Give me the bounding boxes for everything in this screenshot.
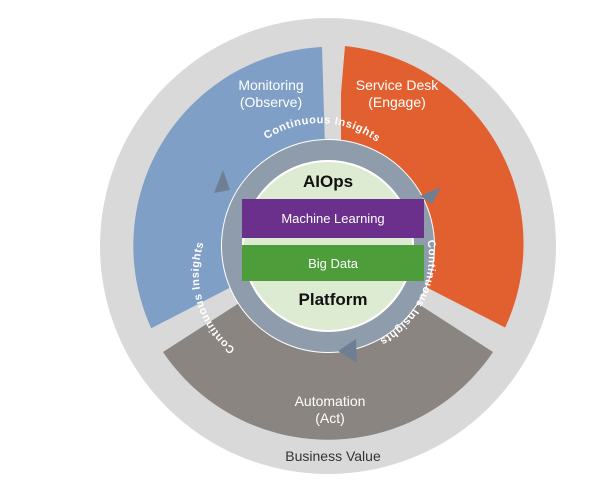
core-title: AIOps — [303, 172, 353, 191]
arrow-head-bottom-icon — [338, 339, 357, 363]
platform-label: Platform — [299, 290, 368, 309]
big-data-bar — [242, 245, 424, 281]
automation-label: Automation — [295, 393, 366, 409]
service-desk-label: Service Desk — [356, 77, 439, 93]
service-desk-sublabel: (Engage) — [368, 94, 426, 110]
arrow-head-left-icon — [214, 170, 230, 193]
business-value-label: Business Value — [285, 448, 381, 464]
monitoring-label: Monitoring — [238, 77, 303, 93]
monitoring-sublabel: (Observe) — [240, 94, 302, 110]
machine-learning-label: Machine Learning — [281, 211, 384, 226]
automation-sublabel: (Act) — [315, 410, 345, 426]
arrow-head-right-icon — [420, 187, 441, 204]
machine-learning-bar — [242, 199, 424, 238]
big-data-label: Big Data — [308, 256, 359, 271]
